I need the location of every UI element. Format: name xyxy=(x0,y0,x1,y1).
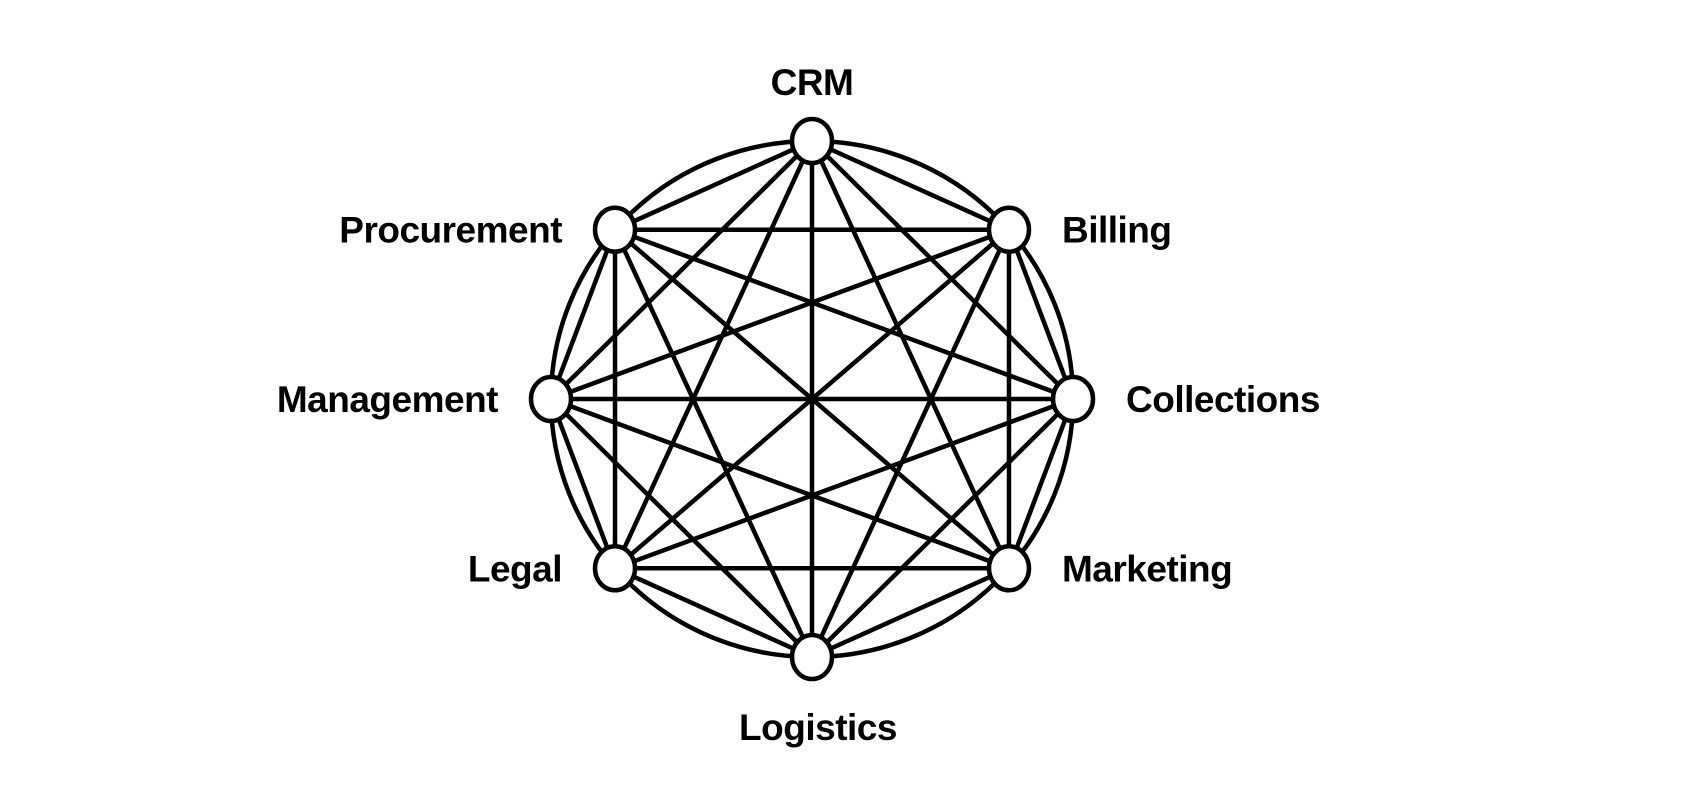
node-crm-circle xyxy=(789,116,835,166)
node-management-circle xyxy=(528,374,574,424)
edge-management-procurement xyxy=(548,228,618,400)
edge-logistics-legal xyxy=(614,566,813,660)
node-logistics-label: Logistics xyxy=(739,707,897,748)
edge-crm-billing xyxy=(811,138,1010,232)
edge-marketing-procurement xyxy=(613,228,1011,570)
edge-crm-collections xyxy=(810,139,1075,401)
edge-crm-management xyxy=(549,139,814,401)
edge-logistics-procurement xyxy=(612,228,815,658)
node-procurement-label: Procurement xyxy=(339,210,562,251)
edge-marketing-management xyxy=(550,396,1010,571)
node-collections-circle xyxy=(1050,374,1096,424)
edge-marketing-logistics xyxy=(811,566,1010,660)
node-marketing-circle xyxy=(986,544,1032,593)
node-crm-label: CRM xyxy=(771,62,854,103)
node-circles xyxy=(528,116,1096,682)
node-procurement-circle xyxy=(592,205,638,254)
edge-collections-procurement xyxy=(614,227,1074,402)
edge-collections-logistics xyxy=(810,397,1075,659)
node-billing-label: Billing xyxy=(1062,210,1172,251)
node-collections-label: Collections xyxy=(1126,379,1320,420)
edge-lines xyxy=(548,138,1076,660)
node-billing-circle xyxy=(986,205,1032,254)
edge-collections-marketing xyxy=(1006,398,1076,570)
edge-legal-management xyxy=(548,398,618,570)
edge-billing-logistics xyxy=(809,228,1012,658)
edge-logistics-management xyxy=(549,397,814,659)
node-management-label: Management xyxy=(277,379,498,420)
edge-billing-management xyxy=(550,227,1010,402)
edge-billing-collections xyxy=(1006,228,1076,400)
node-marketing-label: Marketing xyxy=(1062,548,1232,589)
node-legal-circle xyxy=(592,544,638,593)
node-logistics-circle xyxy=(789,632,835,682)
node-legal-label: Legal xyxy=(468,548,562,589)
edge-crm-procurement xyxy=(614,138,813,232)
